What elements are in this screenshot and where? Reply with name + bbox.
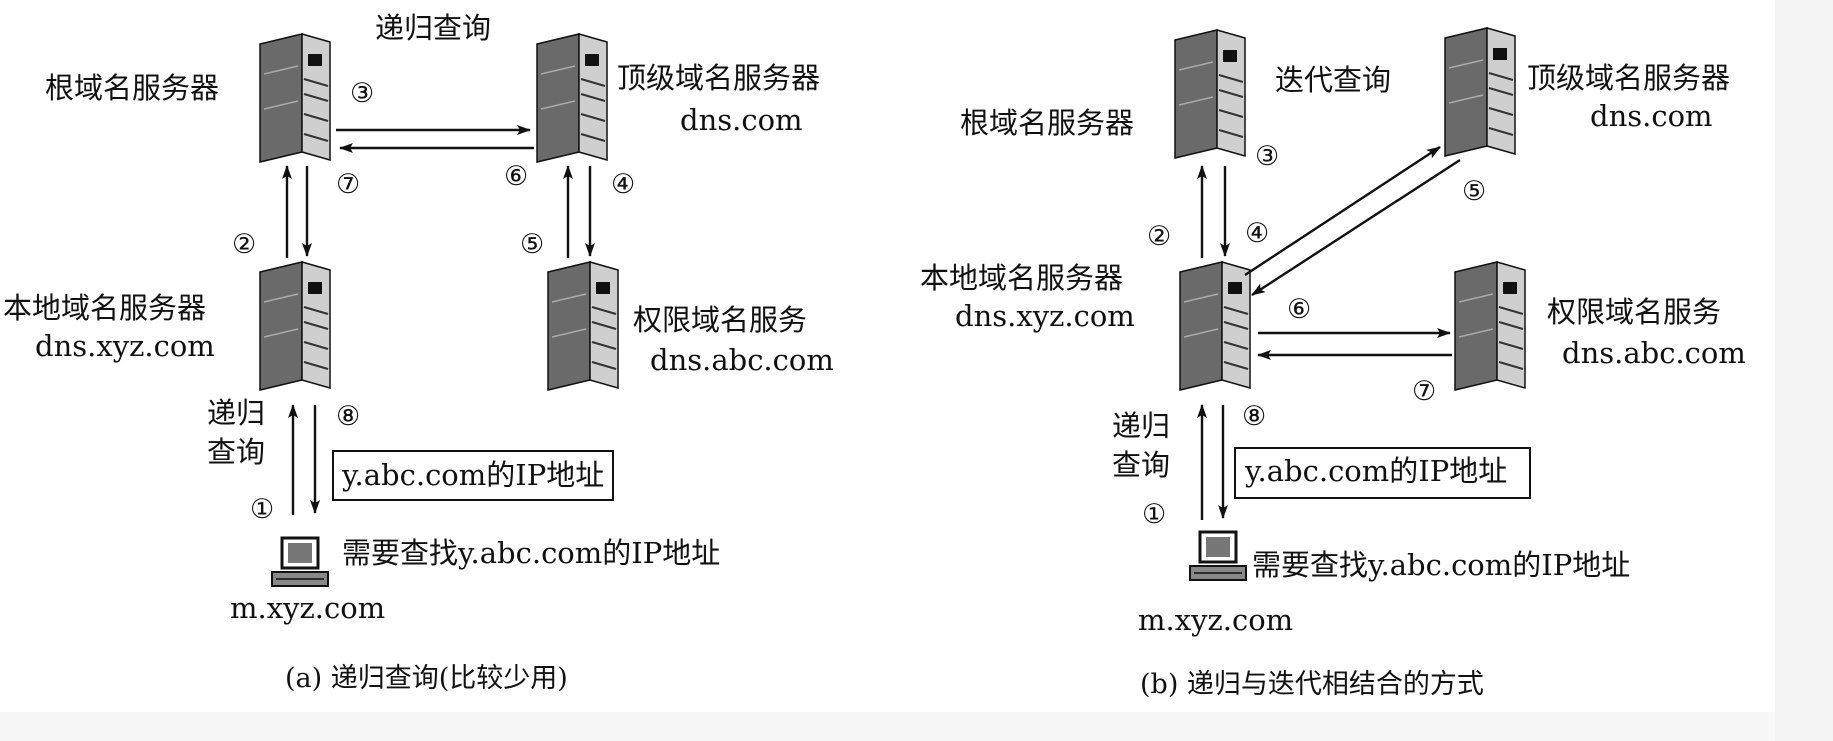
tld-server-icon — [536, 33, 608, 163]
client-need-text: 需要查找y.abc.com的IP地址 — [1252, 548, 1630, 582]
step-7: ⑦ — [336, 169, 360, 200]
arrow-step-5 — [1251, 158, 1461, 297]
client-query-label-1: 递归 — [207, 396, 265, 430]
step-3: ③ — [350, 78, 374, 109]
margin-strip — [1775, 0, 1833, 741]
client-query-label-2: 查询 — [207, 435, 265, 469]
local-server-icon — [259, 261, 331, 391]
step-6: ⑥ — [504, 161, 528, 192]
margin-strip-bottom — [0, 712, 1775, 741]
panel-b-caption: (b) 递归与迭代相结合的方式 — [1140, 669, 1484, 700]
panel-b: 迭代查询 根域名服务器 顶级域名服务器 dns.com 本地域名服务器 dns.… — [920, 27, 1746, 700]
panel-a: 递归查询 根域名服务器 顶级域名服务器 dns.com 本地域名服务器 dns.… — [3, 11, 834, 694]
auth-server-icon — [547, 261, 619, 391]
auth-server-host: dns.abc.com — [650, 343, 834, 377]
client-query-label-2: 查询 — [1112, 448, 1170, 482]
step-6: ⑥ — [1287, 294, 1311, 325]
local-server-label: 本地域名服务器 — [3, 291, 206, 325]
tld-server-icon — [1444, 27, 1516, 157]
auth-server-label: 权限域名服务 — [633, 303, 807, 337]
step-2: ② — [232, 229, 256, 260]
client-host: m.xyz.com — [1138, 603, 1293, 637]
root-server-icon — [1174, 29, 1246, 159]
client-query-label-1: 递归 — [1112, 409, 1170, 443]
local-server-icon — [1179, 261, 1251, 391]
answer-box — [332, 450, 614, 501]
local-server-host: dns.xyz.com — [955, 299, 1135, 333]
step-3: ③ — [1255, 141, 1279, 172]
client-host: m.xyz.com — [230, 591, 385, 625]
auth-server-host: dns.abc.com — [1562, 336, 1746, 370]
tld-server-host: dns.com — [1590, 99, 1713, 133]
step-8: ⑧ — [1242, 401, 1266, 432]
step-1: ① — [1142, 499, 1166, 530]
step-5: ⑤ — [1462, 176, 1486, 207]
tld-server-label: 顶级域名服务器 — [1527, 61, 1730, 95]
answer-box-text: y.abc.com的IP地址 — [341, 458, 604, 492]
local-server-label: 本地域名服务器 — [920, 261, 1123, 295]
step-5: ⑤ — [520, 229, 544, 260]
panel-a-caption: (a) 递归查询(比较少用) — [285, 663, 568, 694]
dns-query-diagram: 递归查询 根域名服务器 顶级域名服务器 dns.com 本地域名服务器 dns.… — [3, 11, 1746, 700]
step-7: ⑦ — [1412, 376, 1436, 407]
client-computer-icon — [1188, 530, 1248, 582]
auth-server-icon — [1454, 261, 1526, 391]
step-1: ① — [250, 494, 274, 525]
tld-server-label: 顶级域名服务器 — [617, 61, 820, 95]
local-server-host: dns.xyz.com — [35, 329, 215, 363]
root-server-label: 根域名服务器 — [960, 106, 1134, 140]
step-4: ④ — [1245, 218, 1269, 249]
query-type-label: 迭代查询 — [1275, 63, 1391, 97]
answer-box-text: y.abc.com的IP地址 — [1244, 454, 1507, 488]
step-2: ② — [1147, 221, 1171, 252]
step-8: ⑧ — [336, 401, 360, 432]
tld-server-host: dns.com — [680, 103, 803, 137]
query-type-label: 递归查询 — [375, 11, 491, 45]
answer-box — [1234, 447, 1531, 499]
step-4: ④ — [611, 169, 635, 200]
arrow-step-4-to-tld — [1244, 145, 1441, 277]
client-need-text: 需要查找y.abc.com的IP地址 — [342, 536, 720, 570]
root-server-icon — [259, 33, 331, 163]
auth-server-label: 权限域名服务 — [1547, 295, 1721, 329]
client-computer-icon — [270, 536, 330, 588]
root-server-label: 根域名服务器 — [45, 71, 219, 105]
